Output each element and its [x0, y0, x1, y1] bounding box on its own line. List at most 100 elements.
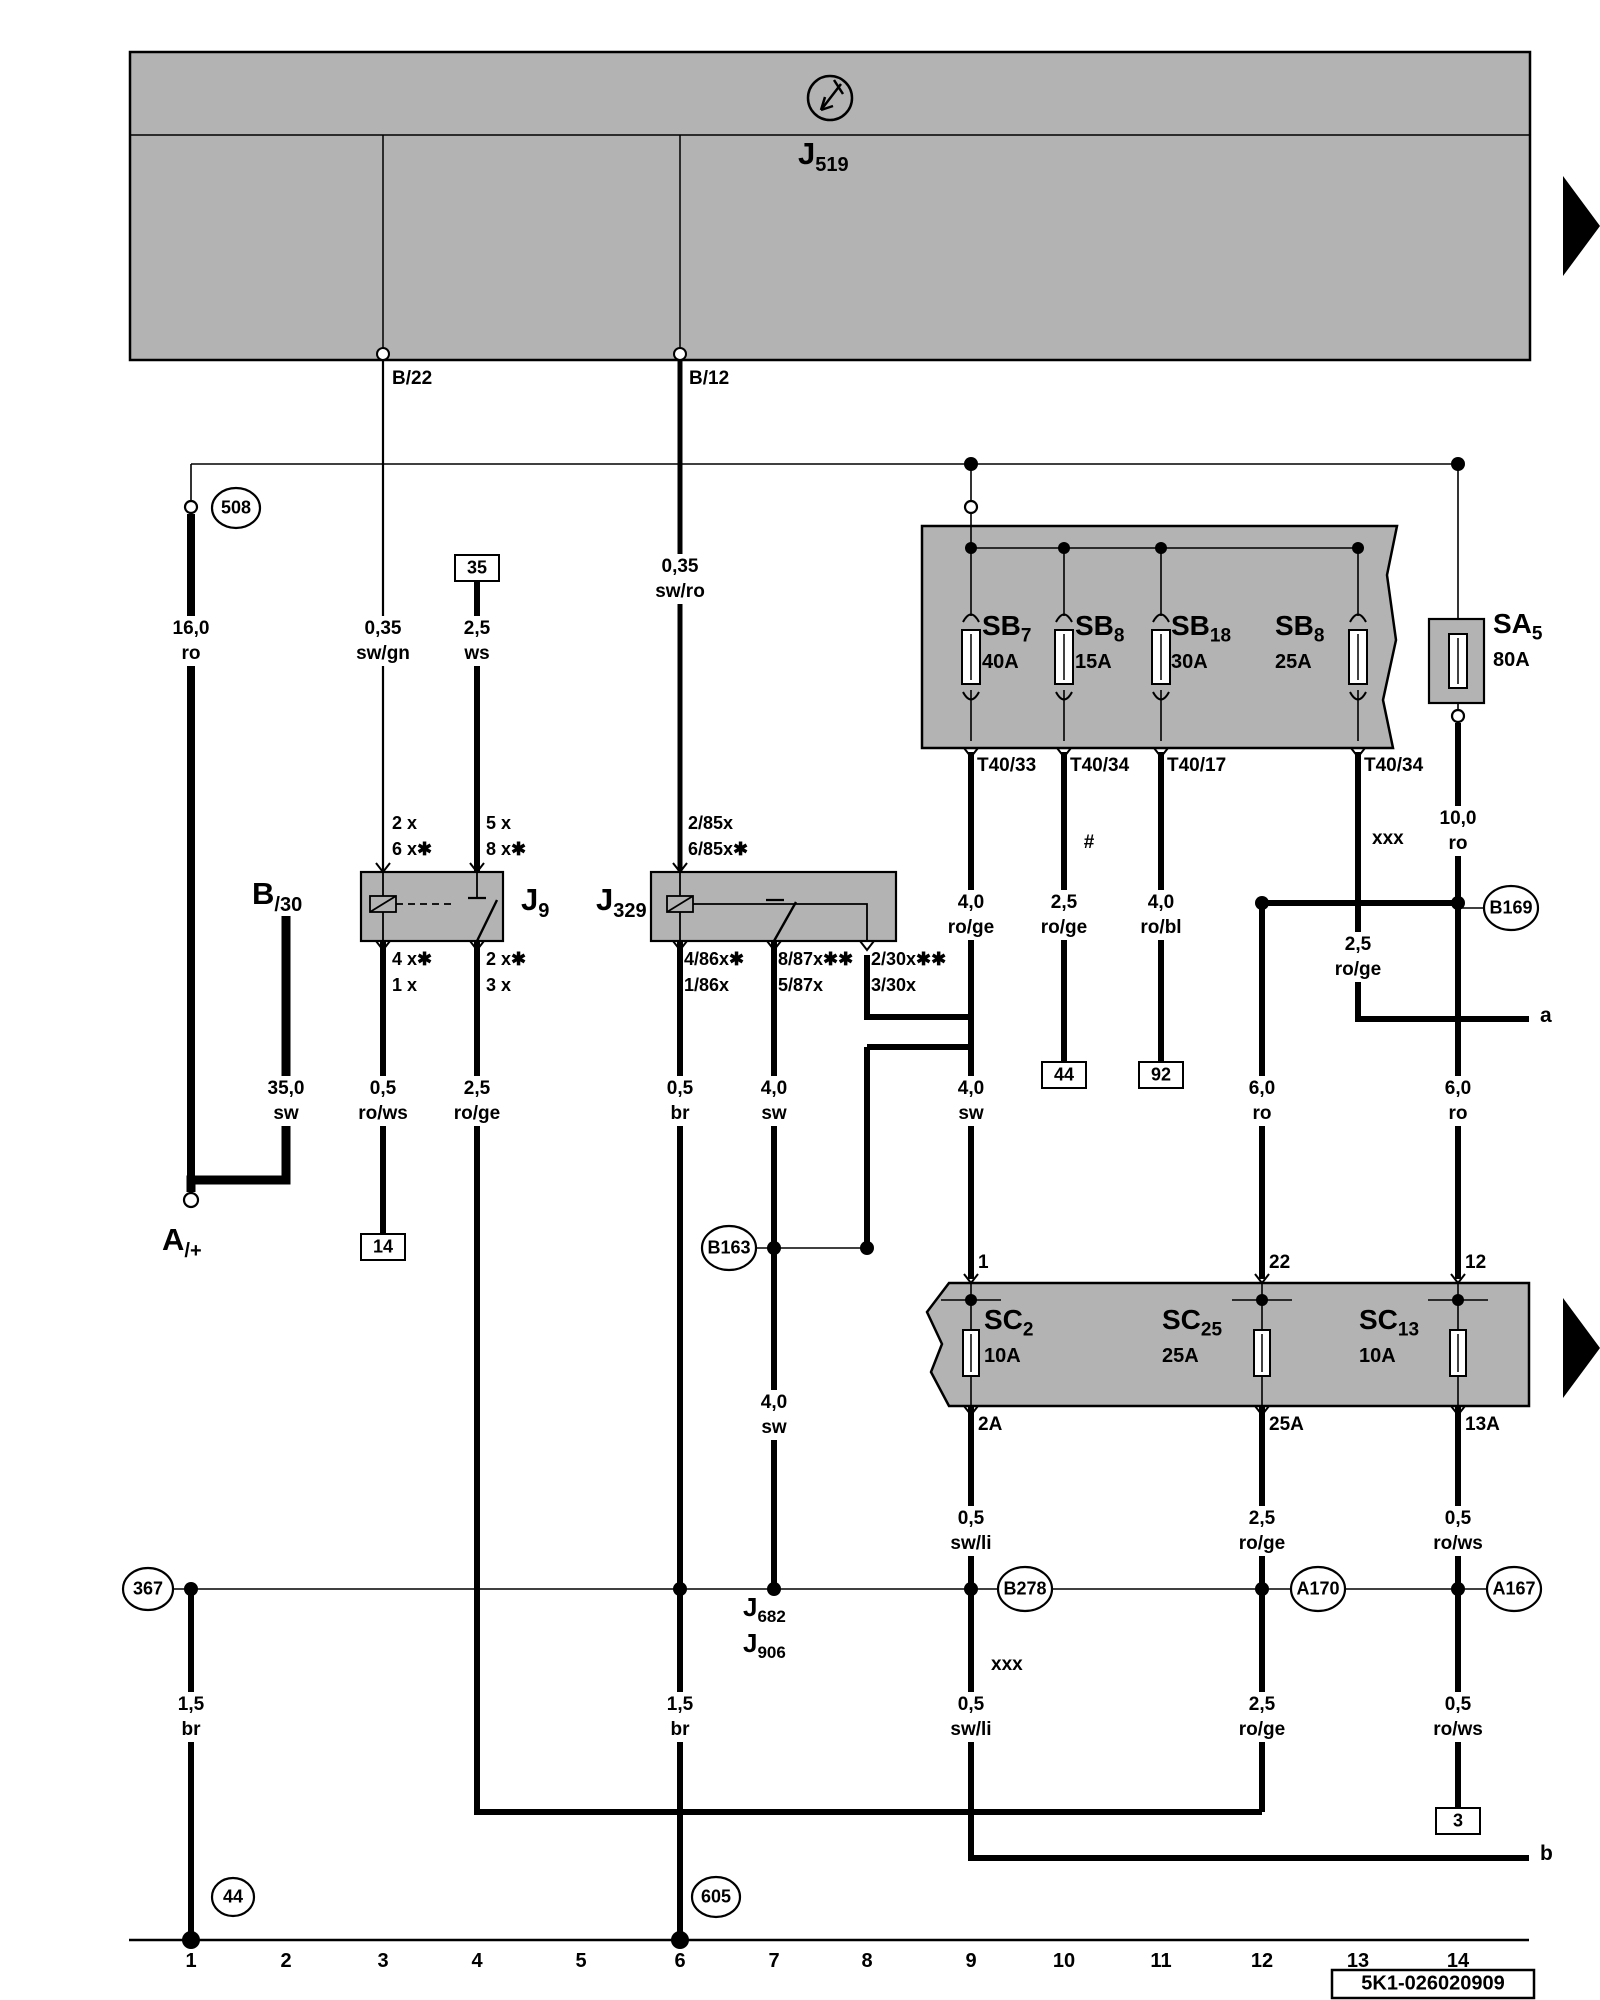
relay-j329-label: J329	[596, 884, 647, 921]
wire-label-25-ws: 2,5 ws	[460, 616, 494, 667]
sb-fuse-symbols	[961, 629, 1368, 685]
coupler-j682-label: J682	[743, 1594, 786, 1625]
j682-sub: 682	[757, 1607, 786, 1627]
wire-label-60-ro-l: 6,0 ro	[1245, 1076, 1279, 1127]
connection-circles	[121, 486, 1543, 1919]
wire-label-25-roge-j9: 2,5 ro/ge	[450, 1076, 504, 1127]
pin-t40-33: T40/33	[977, 755, 1037, 776]
sb7-amps: 40A	[982, 650, 1019, 673]
sb8b-sub: 8	[1313, 625, 1325, 647]
wire-25-roge-a	[1355, 752, 1529, 1022]
pin-label-b22: B/22	[392, 368, 433, 389]
continuation-arrow-top-icon	[1563, 176, 1600, 276]
sc2-name: SC	[984, 1304, 1023, 1335]
wire-350-sw	[186, 916, 291, 1192]
sa5-fuse	[1427, 617, 1486, 705]
j519-name: J	[798, 136, 816, 171]
wire-label-25-roge-mid: 2,5 ro/ge	[1037, 890, 1091, 941]
sc2-amps: 10A	[984, 1344, 1021, 1367]
pin-label-b12: B/12	[689, 368, 730, 389]
sc25-name: SC	[1162, 1304, 1201, 1335]
grid-2: 2	[280, 1950, 292, 1972]
sb18-amps: 30A	[1171, 650, 1208, 673]
grid-3: 3	[377, 1950, 389, 1972]
sc-fuse-panel	[925, 1273, 1531, 1417]
wire-label-05-rows-d: 0,5 ro/ws	[1430, 1692, 1486, 1743]
sc-pin-symbols	[963, 1273, 1466, 1417]
wire-label-40-sw-1: 4,0 sw	[757, 1076, 791, 1127]
sb8b-amps: 25A	[1275, 650, 1312, 673]
pin-terminal-b12	[673, 347, 687, 361]
grid-12: 12	[1250, 1950, 1274, 1972]
connection-605: 605	[700, 1886, 732, 1907]
wire-label-25-roge-sa: 2,5 ro/ge	[1331, 932, 1385, 983]
sb8b-name: SB	[1275, 610, 1314, 641]
grid-4: 4	[471, 1950, 483, 1972]
j329-name: J	[596, 882, 614, 917]
wire-label-15-br-c: 1,5 br	[663, 1692, 697, 1743]
grid-13: 13	[1346, 1950, 1370, 1972]
sb8a-amps: 15A	[1075, 650, 1112, 673]
wire-label-05-rows-u: 0,5 ro/ws	[1430, 1506, 1486, 1557]
j906-sub: 906	[757, 1643, 786, 1663]
sc-fuse-symbols	[962, 1329, 1467, 1377]
connection-a170: A170	[1296, 1578, 1340, 1599]
sc13-name: SC	[1359, 1304, 1398, 1335]
relay-j329	[649, 862, 898, 952]
sb8a-sub: 8	[1113, 625, 1125, 647]
sc13-amps: 10A	[1359, 1344, 1396, 1367]
terminal-boxes	[360, 554, 1481, 1835]
grid-6: 6	[674, 1950, 686, 1972]
sb18-sub: 18	[1209, 625, 1232, 647]
wire-25-roge-run	[474, 941, 1262, 1815]
wire-label-05-rows: 0,5 ro/ws	[355, 1076, 411, 1127]
relay-j9-label: J9	[521, 884, 549, 921]
j9-pin-symbols	[375, 862, 485, 952]
sb-bus-dots	[965, 542, 1364, 554]
sc13-input-pin: 12	[1465, 1252, 1487, 1273]
connection-b163: B163	[707, 1237, 751, 1258]
grid-8: 8	[861, 1950, 873, 1972]
connection-b169: B169	[1489, 897, 1533, 918]
wire-label-05-swli-u: 0,5 sw/li	[947, 1506, 995, 1557]
open-terminals	[182, 499, 1466, 1209]
wire-label-40-sw-3: 4,0 sw	[757, 1390, 791, 1441]
bus-symbol-icon	[806, 74, 854, 122]
wire-30-jog-upper	[864, 955, 971, 1020]
battery-name: A	[162, 1222, 185, 1257]
wire-label-40-sw-2: 4,0 sw	[954, 1076, 988, 1127]
sc13-output-pin: 13A	[1465, 1414, 1500, 1435]
grid-9: 9	[965, 1950, 977, 1972]
sc25-output-pin: 25A	[1269, 1414, 1304, 1435]
sc13-sub: 13	[1397, 1319, 1420, 1341]
grid-11: 11	[1150, 1950, 1172, 1972]
continuation-arrow-mid-icon	[1563, 1298, 1600, 1398]
connection-44: 44	[222, 1886, 244, 1907]
connection-367: 367	[132, 1578, 164, 1599]
j329-pin-symbols	[672, 862, 875, 952]
battery-label: A/+	[162, 1224, 202, 1261]
j9-pin-b1b: 1 x	[392, 975, 418, 995]
sc-bus-dots	[965, 1294, 1464, 1306]
j9-pin-b2b: 3 x	[486, 975, 512, 995]
wire-05-swli-b	[968, 1406, 1529, 1861]
sa5-name: SA	[1493, 608, 1532, 639]
j9-sub: 9	[538, 900, 550, 923]
j9-pin-t2b: 8 x✱	[486, 839, 527, 859]
connection-b278: B278	[1003, 1578, 1047, 1599]
j906-name: J	[743, 1628, 758, 1658]
relay-j9	[359, 862, 505, 952]
sc2-sub: 2	[1022, 1319, 1034, 1341]
battery-sub: /+	[184, 1240, 202, 1263]
sc25-sub: 25	[1200, 1319, 1223, 1341]
j329-sub: 329	[613, 900, 647, 923]
wire-label-05-br: 0,5 br	[663, 1076, 697, 1127]
coupler-j906-label: J906	[743, 1630, 786, 1661]
part-number-box	[1330, 1968, 1536, 2000]
j682-name: J	[743, 1592, 758, 1622]
